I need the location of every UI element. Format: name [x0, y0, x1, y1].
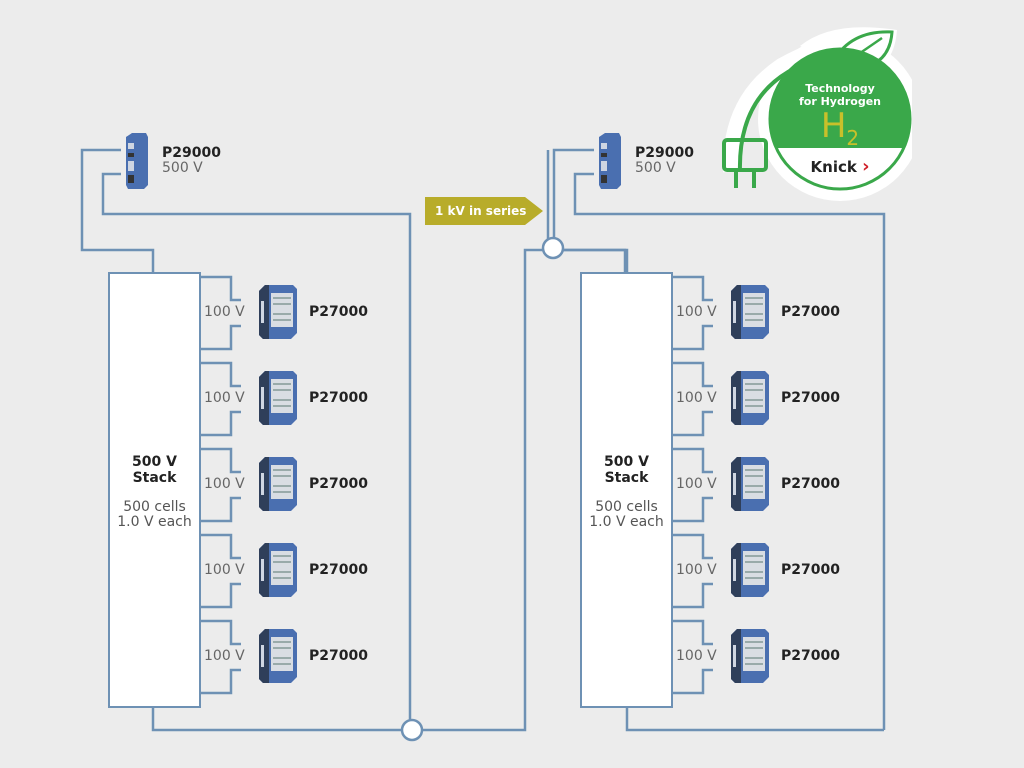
- stack-cell-voltage: 1.0 V each: [589, 514, 664, 530]
- stack-cell-voltage: 1.0 V each: [117, 514, 192, 530]
- tap-wire-top: [201, 533, 241, 560]
- p27000-module-icon: [725, 369, 771, 427]
- tap-wire-top: [673, 533, 713, 560]
- tap-wire-bottom: [201, 410, 241, 437]
- p27000-module-icon: [253, 627, 299, 685]
- tap-wire-bottom: [201, 582, 241, 609]
- p27000-module-icon: [725, 283, 771, 341]
- stack2-bottom-wire: [625, 708, 884, 732]
- tap-module-model: P27000: [309, 648, 368, 664]
- badge-line2: for Hydrogen: [799, 95, 881, 108]
- p27000-module-icon: [725, 627, 771, 685]
- p27000-module-icon: [253, 283, 299, 341]
- tap-voltage: 100 V: [676, 648, 717, 664]
- tap-module-model: P27000: [781, 304, 840, 320]
- p27000-module-icon: [725, 455, 771, 513]
- psu-voltage: 500 V: [162, 160, 203, 176]
- tap-voltage: 100 V: [676, 476, 717, 492]
- psu-wire-negative: [101, 172, 412, 730]
- tap-wire-bottom: [201, 324, 241, 351]
- series-label: 1 kV in series: [435, 204, 527, 218]
- stack-cells: 500 cells: [123, 499, 186, 515]
- p29000-power-supply-icon: [597, 131, 623, 189]
- stack-voltage: 500 V: [132, 454, 177, 470]
- stack-label: Stack: [132, 470, 177, 486]
- badge-line1: Technology: [805, 82, 875, 95]
- p29000-power-supply-icon: [124, 131, 150, 189]
- p27000-module-icon: [253, 455, 299, 513]
- tap-wire-bottom: [673, 496, 713, 523]
- tap-voltage: 100 V: [676, 390, 717, 406]
- tap-wire-top: [673, 447, 713, 474]
- junction-node-bottom: [400, 718, 424, 742]
- tap-voltage: 100 V: [204, 476, 245, 492]
- tap-voltage: 100 V: [204, 648, 245, 664]
- badge-h2-subscript: 2: [846, 126, 860, 150]
- tap-wire-top: [201, 447, 241, 474]
- tap-wire-top: [201, 619, 241, 646]
- tap-wire-top: [673, 619, 713, 646]
- tap-wire-top: [201, 275, 241, 302]
- tap-voltage: 100 V: [676, 562, 717, 578]
- tap-wire-bottom: [673, 668, 713, 695]
- junction-node-top: [541, 236, 565, 260]
- knick-logo: Knick: [810, 158, 857, 176]
- tap-wire-bottom: [673, 582, 713, 609]
- psu-voltage: 500 V: [635, 160, 676, 176]
- series-link-wire: [151, 248, 629, 732]
- badge-h2-symbol: H: [820, 106, 847, 146]
- psu-wire-negative: [573, 172, 886, 730]
- plug-leaf-icon: [722, 27, 922, 201]
- tap-module-model: P27000: [781, 648, 840, 664]
- knick-arrow-icon: ›: [862, 156, 870, 177]
- tap-wire-bottom: [201, 668, 241, 695]
- tap-voltage: 100 V: [204, 390, 245, 406]
- tap-module-model: P27000: [309, 390, 368, 406]
- tap-wire-bottom: [201, 496, 241, 523]
- tap-voltage: 100 V: [676, 304, 717, 320]
- psu-model: P29000: [162, 145, 221, 161]
- tap-wire-top: [673, 275, 713, 302]
- tap-wire-bottom: [673, 410, 713, 437]
- tap-module-model: P27000: [309, 562, 368, 578]
- stack-label: Stack: [604, 470, 649, 486]
- tap-wire-top: [673, 361, 713, 388]
- p27000-module-icon: [253, 369, 299, 427]
- stack-cells: 500 cells: [595, 499, 658, 515]
- tap-module-model: P27000: [309, 476, 368, 492]
- psu-wire-positive: [80, 148, 155, 272]
- tap-module-model: P27000: [781, 476, 840, 492]
- tap-wire-top: [201, 361, 241, 388]
- tap-module-model: P27000: [781, 562, 840, 578]
- tap-module-model: P27000: [781, 390, 840, 406]
- p27000-module-icon: [725, 541, 771, 599]
- p27000-module-icon: [253, 541, 299, 599]
- series-voltage-arrow: 1 kV in series: [425, 197, 543, 225]
- tap-module-model: P27000: [309, 304, 368, 320]
- psu-model: P29000: [635, 145, 694, 161]
- tap-voltage: 100 V: [204, 562, 245, 578]
- hydrogen-badge: Technology for Hydrogen H2 Knick ›: [722, 22, 922, 202]
- stack-voltage: 500 V: [604, 454, 649, 470]
- tap-voltage: 100 V: [204, 304, 245, 320]
- tap-wire-bottom: [673, 324, 713, 351]
